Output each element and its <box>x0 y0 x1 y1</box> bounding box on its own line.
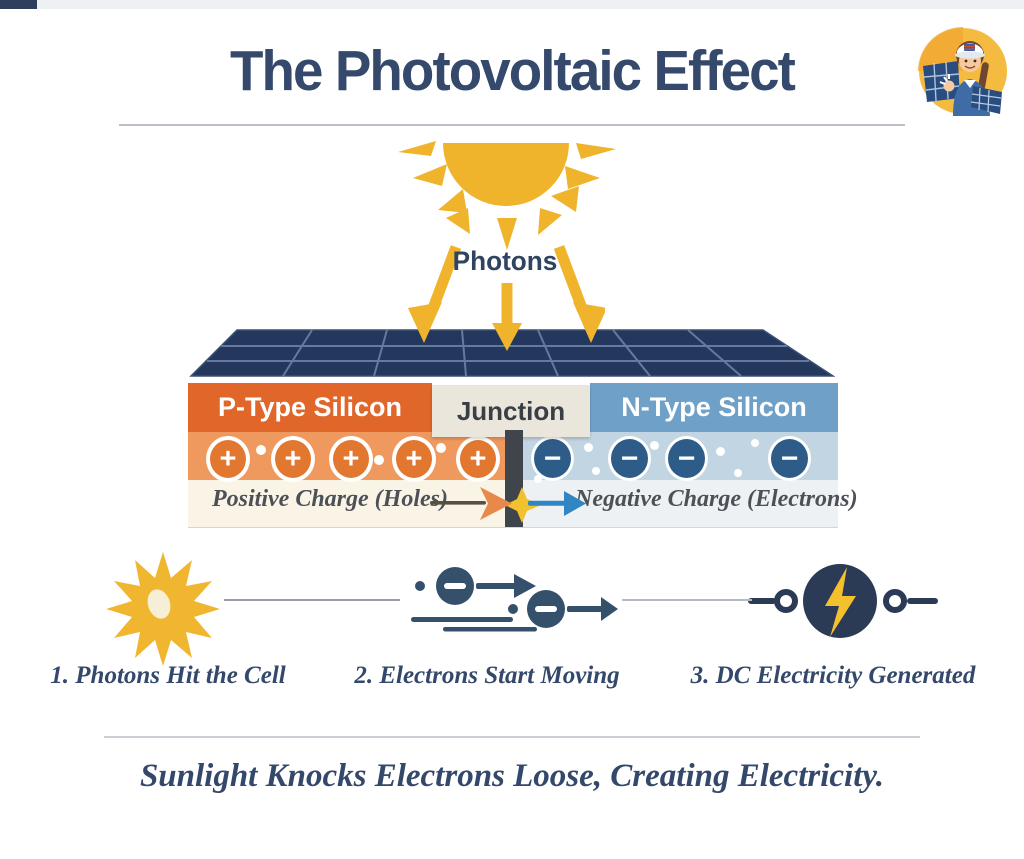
p-type-header: P-Type Silicon <box>188 383 432 432</box>
charge-dot <box>734 469 742 477</box>
step-text: Photons Hit the Cell <box>75 662 286 689</box>
charge-dot <box>584 443 593 452</box>
footer-divider <box>104 736 920 738</box>
electron-flow-arrowhead-icon <box>564 491 586 516</box>
junction-spark-icon <box>505 487 541 523</box>
title-underline <box>119 124 905 126</box>
charge-dot <box>592 467 600 475</box>
minus-charge-icon: − <box>665 436 708 481</box>
step-number: 3. <box>690 662 710 689</box>
brand-logo-icon <box>917 26 1009 116</box>
step-label: 1. Photons Hit the Cell <box>50 662 285 690</box>
positive-charge-caption: Positive Charge (Holes) <box>212 486 448 512</box>
solar-panel-icon <box>189 329 836 377</box>
electron-flow-line <box>528 500 566 506</box>
charge-dot <box>751 439 759 447</box>
charge-dot <box>374 455 384 465</box>
plus-charge-icon: + <box>206 436 250 482</box>
junction-label: Junction <box>432 385 590 437</box>
step-number: 2. <box>354 662 374 689</box>
step-label: 2. Electrons Start Moving <box>354 662 619 690</box>
minus-charge-icon: − <box>768 436 811 481</box>
charge-dot <box>256 445 266 455</box>
sun-icon <box>398 141 616 250</box>
connector-line <box>622 599 752 601</box>
plus-charge-icon: + <box>271 436 315 482</box>
n-type-header: N-Type Silicon <box>590 383 838 432</box>
negative-charge-caption: Negative Charge (Electrons) <box>575 486 858 512</box>
photon-arrows-icon <box>408 245 605 351</box>
connector-line <box>224 599 400 601</box>
page-title: The Photovoltaic Effect <box>230 39 796 103</box>
summary-caption: Sunlight Knocks Electrons Loose, Creatin… <box>139 758 885 794</box>
minus-charge-icon: − <box>531 436 574 481</box>
charge-flow-arrows-icon <box>430 487 586 520</box>
step-text: DC Electricity Generated <box>715 662 976 689</box>
step-label: 3. DC Electricity Generated <box>691 662 976 690</box>
lightning-circuit-icon <box>748 564 938 638</box>
hole-flow-arrowhead-icon <box>480 487 512 520</box>
hole-flow-line <box>430 501 486 505</box>
charge-dot <box>436 443 446 453</box>
moving-electrons-icon <box>411 567 618 632</box>
step-number: 1. <box>50 662 70 689</box>
minus-charge-icon: − <box>608 436 651 481</box>
charge-dot <box>534 475 542 483</box>
step-text: Electrons Start Moving <box>379 662 620 689</box>
charge-dot <box>650 441 659 450</box>
top-strip <box>0 0 1024 9</box>
top-corner-chip <box>0 0 37 9</box>
plus-charge-icon: + <box>392 436 436 482</box>
plus-charge-icon: + <box>329 436 373 482</box>
charge-dot <box>716 447 725 456</box>
photons-label: Photons <box>452 246 558 276</box>
starburst-icon <box>106 552 220 666</box>
plus-charge-icon: + <box>456 436 500 482</box>
silicon-cell-diagram: P-Type Silicon N-Type Silicon Junction +… <box>188 383 858 527</box>
